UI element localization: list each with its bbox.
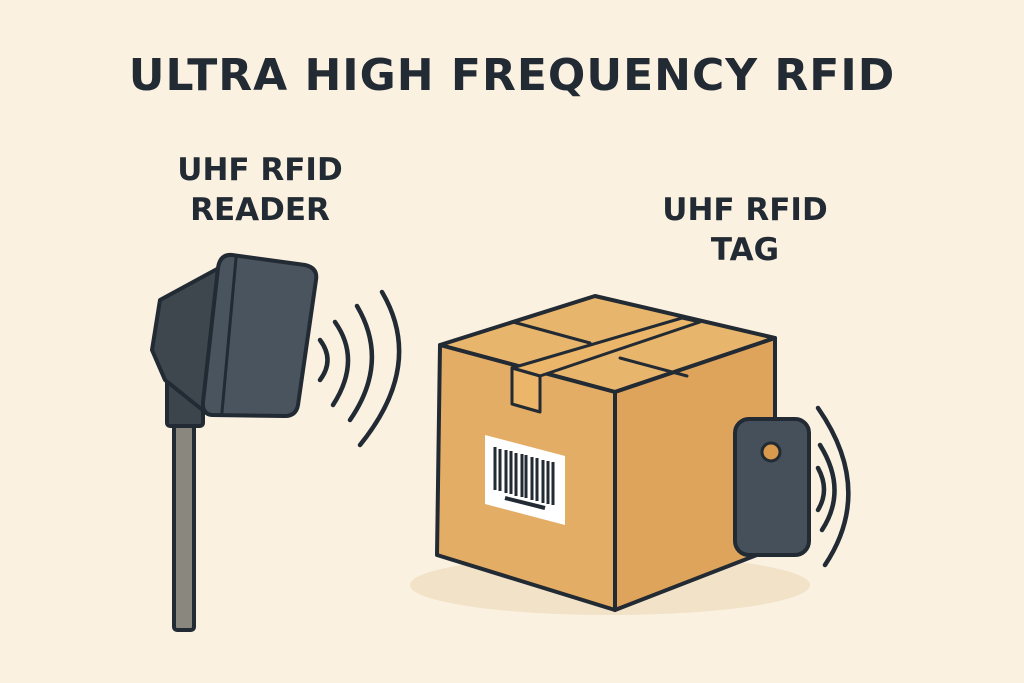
page-title: ULTRA HIGH FREQUENCY RFID bbox=[128, 50, 896, 101]
reader-antenna-face bbox=[200, 252, 319, 418]
rfid-reader bbox=[150, 252, 319, 632]
reader-pole bbox=[172, 418, 196, 632]
box-tape-flap bbox=[510, 366, 542, 414]
reader-signal-waves-icon bbox=[317, 289, 402, 448]
reader-label-line1: UHF RFID bbox=[177, 152, 343, 188]
barcode-icon bbox=[493, 447, 555, 510]
rfid-tag bbox=[733, 417, 811, 557]
tag-label-line2: TAG bbox=[710, 232, 780, 268]
reader-label: UHF RFID READER bbox=[160, 150, 360, 230]
tag-hole-icon bbox=[760, 441, 782, 463]
reader-label-line2: READER bbox=[190, 192, 330, 228]
tag-label-line1: UHF RFID bbox=[662, 192, 828, 228]
tag-label: UHF RFID TAG bbox=[640, 190, 850, 270]
tag-signal-waves-icon bbox=[815, 405, 851, 568]
